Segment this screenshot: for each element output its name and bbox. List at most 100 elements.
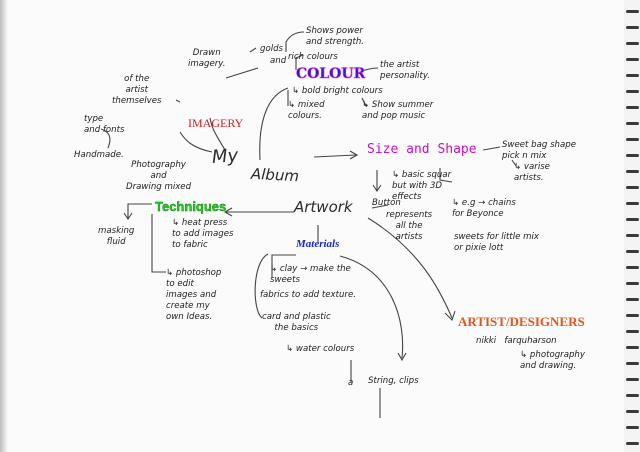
spiral-binding bbox=[624, 0, 640, 452]
note-a: a bbox=[348, 378, 354, 388]
link-colour-to-rich bbox=[295, 54, 304, 70]
spiral-coil bbox=[626, 314, 639, 317]
artist-designers-heading: ARTIST/DESIGNERS bbox=[458, 314, 585, 329]
spiral-coil bbox=[626, 234, 639, 237]
arrow-clips bbox=[397, 352, 407, 362]
link-my-to-photo bbox=[179, 131, 213, 153]
spiral-coil bbox=[626, 410, 639, 413]
arrow-masking bbox=[123, 212, 133, 220]
link-size-to-sweetbag bbox=[482, 146, 501, 151]
link-drawn-to-golds bbox=[249, 47, 257, 53]
link-central-to-size bbox=[313, 154, 357, 158]
note-represents: represents all the artists bbox=[386, 210, 433, 242]
spiral-coil bbox=[626, 90, 639, 93]
link-materials-to-clay bbox=[271, 254, 296, 278]
arrow-techniques bbox=[223, 207, 233, 217]
spiral-coil bbox=[626, 266, 639, 269]
link-size-to-eg bbox=[439, 168, 453, 183]
note-type-fonts: type and fonts bbox=[84, 114, 125, 135]
techniques-heading: Techniques bbox=[155, 199, 227, 214]
link-techniques-to-photoshop bbox=[151, 214, 166, 273]
colour-heading: COLOUR bbox=[296, 66, 366, 83]
note-card-plastic: card and plastic the basics bbox=[262, 312, 331, 333]
note-photoshop: ↳ photoshop to edit images and create my… bbox=[166, 268, 222, 322]
spiral-coil bbox=[626, 170, 639, 173]
spiral-coil bbox=[626, 122, 639, 125]
spiral-coil bbox=[626, 106, 639, 109]
link-materials-bracket bbox=[254, 253, 269, 319]
spiral-coil bbox=[626, 394, 639, 397]
spiral-coil bbox=[626, 330, 639, 333]
note-varise-artists: ↳ varise artists. bbox=[514, 162, 550, 183]
link-techniques-to-masking bbox=[127, 203, 152, 218]
spiral-coil bbox=[626, 26, 639, 29]
arrow-size bbox=[349, 150, 359, 160]
spiral-coil bbox=[626, 250, 639, 253]
spiral-coil bbox=[626, 42, 639, 45]
spiral-coil bbox=[626, 282, 639, 285]
note-sweet-bag: Sweet bag shape pick n mix bbox=[502, 140, 576, 161]
page-edge-shadow bbox=[0, 0, 8, 452]
link-type-to-handmade bbox=[100, 128, 111, 149]
note-the-artist: the artist personality. bbox=[380, 60, 431, 81]
link-colour-to-artist bbox=[355, 67, 379, 75]
note-water-colours: ↳ water colours bbox=[286, 344, 355, 354]
imagery-heading: IMAGERY bbox=[188, 116, 244, 130]
note-rich-colours: rich colours bbox=[288, 52, 338, 62]
spiral-coil bbox=[626, 218, 639, 221]
note-button: Button bbox=[372, 198, 401, 208]
spiral-coil bbox=[626, 74, 639, 77]
link-bold-to-summer bbox=[361, 97, 367, 107]
note-photography-drawing: ↳ photography and drawing. bbox=[520, 350, 585, 371]
link-album-to-colour bbox=[259, 87, 289, 161]
spiral-coil bbox=[626, 298, 639, 301]
spiral-coil bbox=[626, 378, 639, 381]
note-and: and bbox=[270, 56, 287, 66]
central-my: My bbox=[211, 145, 239, 168]
spiral-coil bbox=[626, 10, 639, 13]
materials-heading: Materials bbox=[296, 238, 340, 250]
note-masking-fluid: masking fluid bbox=[98, 226, 135, 247]
spiral-coil bbox=[626, 202, 639, 205]
note-nikki: nikki farquharson bbox=[476, 336, 557, 346]
spiral-coil bbox=[626, 442, 639, 445]
note-string-clips: String, clips bbox=[368, 376, 419, 386]
central-album: Album bbox=[250, 164, 300, 186]
size-shape-heading: Size and Shape bbox=[367, 142, 477, 157]
link-imagery-to-drawn bbox=[225, 67, 259, 79]
spiral-coil bbox=[626, 58, 639, 61]
note-handmade: Handmade. bbox=[74, 150, 124, 160]
note-drawn-imagery: Drawn imagery. bbox=[188, 48, 226, 69]
link-sweetbag-to-varise bbox=[511, 159, 517, 167]
note-sweets-little-mix: sweets for little mix or pixie lott bbox=[454, 232, 539, 253]
link-materials-to-clips bbox=[339, 255, 404, 359]
spiral-coil bbox=[626, 186, 639, 189]
link-my-to-imagery bbox=[209, 117, 226, 151]
link-artwork-to-button bbox=[371, 204, 389, 209]
arrow-artistdesigners bbox=[444, 310, 456, 322]
link-imagery-to-artist bbox=[175, 99, 181, 103]
note-show-summer: ↳ Show summer and pop music bbox=[362, 100, 434, 121]
spiral-coil bbox=[626, 346, 639, 349]
note-basic-square: ↳ basic squar but with 3D effects bbox=[392, 170, 452, 202]
spiral-coil bbox=[626, 138, 639, 141]
note-clay: ↳ clay → make the sweets bbox=[270, 264, 351, 285]
note-photography: Photography and Drawing mixed bbox=[126, 160, 192, 192]
spiral-coil bbox=[626, 426, 639, 429]
spiral-coil bbox=[626, 362, 639, 365]
note-shows-power: Shows power and strength. bbox=[306, 26, 365, 47]
note-bold-bright: ↳ bold bright colours bbox=[292, 86, 383, 96]
link-rich-to-shows bbox=[285, 31, 305, 52]
note-golds: golds bbox=[260, 44, 284, 54]
note-mixed-colours: ↳ mixed colours. bbox=[288, 100, 325, 121]
note-of-the-artist: of the artist themselves bbox=[112, 74, 162, 106]
note-eg-chains: ↳ e.g → chains for Beyonce bbox=[452, 198, 516, 219]
note-fabrics: fabrics to add texture. bbox=[260, 290, 356, 300]
arrow-basic bbox=[372, 184, 382, 192]
link-artwork-to-artistdesigners bbox=[367, 217, 453, 319]
central-artwork: Artwork bbox=[294, 198, 353, 216]
spiral-coil bbox=[626, 154, 639, 157]
note-heat-press: ↳ heat press to add images to fabric bbox=[172, 218, 234, 250]
